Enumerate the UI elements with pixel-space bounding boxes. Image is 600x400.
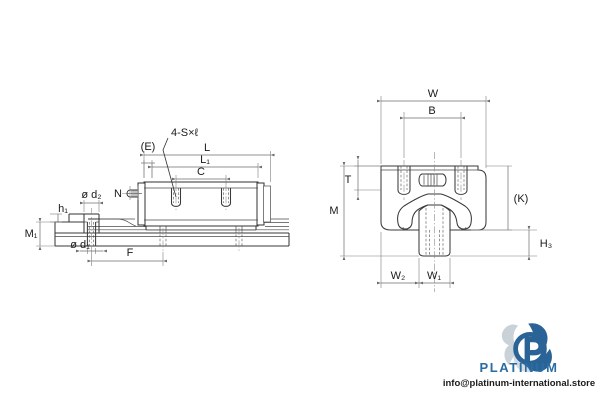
rail-mounting-hole-detail bbox=[83, 208, 100, 252]
carriage-side-profile bbox=[137, 181, 271, 231]
bolt-spec-label: 4-S×ℓ bbox=[171, 127, 199, 139]
dimension-label-E: (E) bbox=[141, 141, 156, 153]
section-bolt-hole-right bbox=[454, 160, 468, 200]
dimension-label-W1: W₁ bbox=[427, 270, 441, 282]
dimension-h1: h₁ bbox=[50, 203, 68, 223]
watermark-email: info@platinum-international.store bbox=[443, 378, 595, 389]
watermark-group: PLATINUM info@platinum-international.sto… bbox=[443, 323, 595, 389]
dimension-label-d1: ø d₁ bbox=[70, 239, 90, 251]
side-view-group: L L₁ C (E) bbox=[25, 127, 290, 266]
dimension-N: N bbox=[114, 186, 142, 200]
dimension-label-L1: L₁ bbox=[200, 154, 210, 166]
grease-nipple-section bbox=[418, 173, 447, 187]
dimension-label-h1: h₁ bbox=[58, 203, 68, 215]
section-bolt-hole-left bbox=[397, 160, 411, 200]
dimension-F: F bbox=[87, 247, 168, 266]
dimension-label-H3: H₃ bbox=[540, 238, 552, 250]
carriage-bolt-holes bbox=[170, 184, 232, 210]
section-view-group: W B T M bbox=[329, 88, 552, 292]
dimension-label-B: B bbox=[428, 105, 435, 117]
dimension-label-L: L bbox=[204, 142, 210, 154]
dimension-d1: ø d₁ bbox=[70, 239, 108, 254]
platinum-p-logo bbox=[501, 323, 552, 373]
bolt-spec-callout: 4-S×ℓ bbox=[162, 127, 199, 198]
dimension-W2: W₂ bbox=[376, 232, 424, 288]
dimension-label-T: T bbox=[345, 174, 352, 186]
dimension-label-F: F bbox=[127, 247, 134, 259]
dimension-label-d2: ø d₂ bbox=[81, 189, 101, 201]
watermark-brand: PLATINUM bbox=[480, 360, 559, 375]
dimension-M: M bbox=[329, 161, 419, 261]
dimension-C: C bbox=[171, 166, 231, 184]
dimension-label-N: N bbox=[114, 188, 122, 200]
dimension-label-W: W bbox=[428, 88, 439, 100]
dimension-E: (E) bbox=[141, 141, 156, 178]
dimension-d2: ø d₂ bbox=[79, 189, 104, 212]
dimension-label-W2: W₂ bbox=[391, 270, 406, 282]
dimension-M1: M₁ bbox=[25, 217, 55, 251]
dimension-label-K: (K) bbox=[514, 193, 529, 205]
dimension-B: B bbox=[399, 105, 466, 158]
dimension-label-M1: M₁ bbox=[25, 228, 38, 240]
rail-hidden-holes bbox=[159, 228, 243, 252]
dimension-label-M: M bbox=[329, 205, 338, 217]
dimension-W: W bbox=[376, 88, 491, 168]
dimension-H3: H₃ bbox=[450, 225, 552, 261]
dimension-label-C: C bbox=[197, 166, 205, 178]
